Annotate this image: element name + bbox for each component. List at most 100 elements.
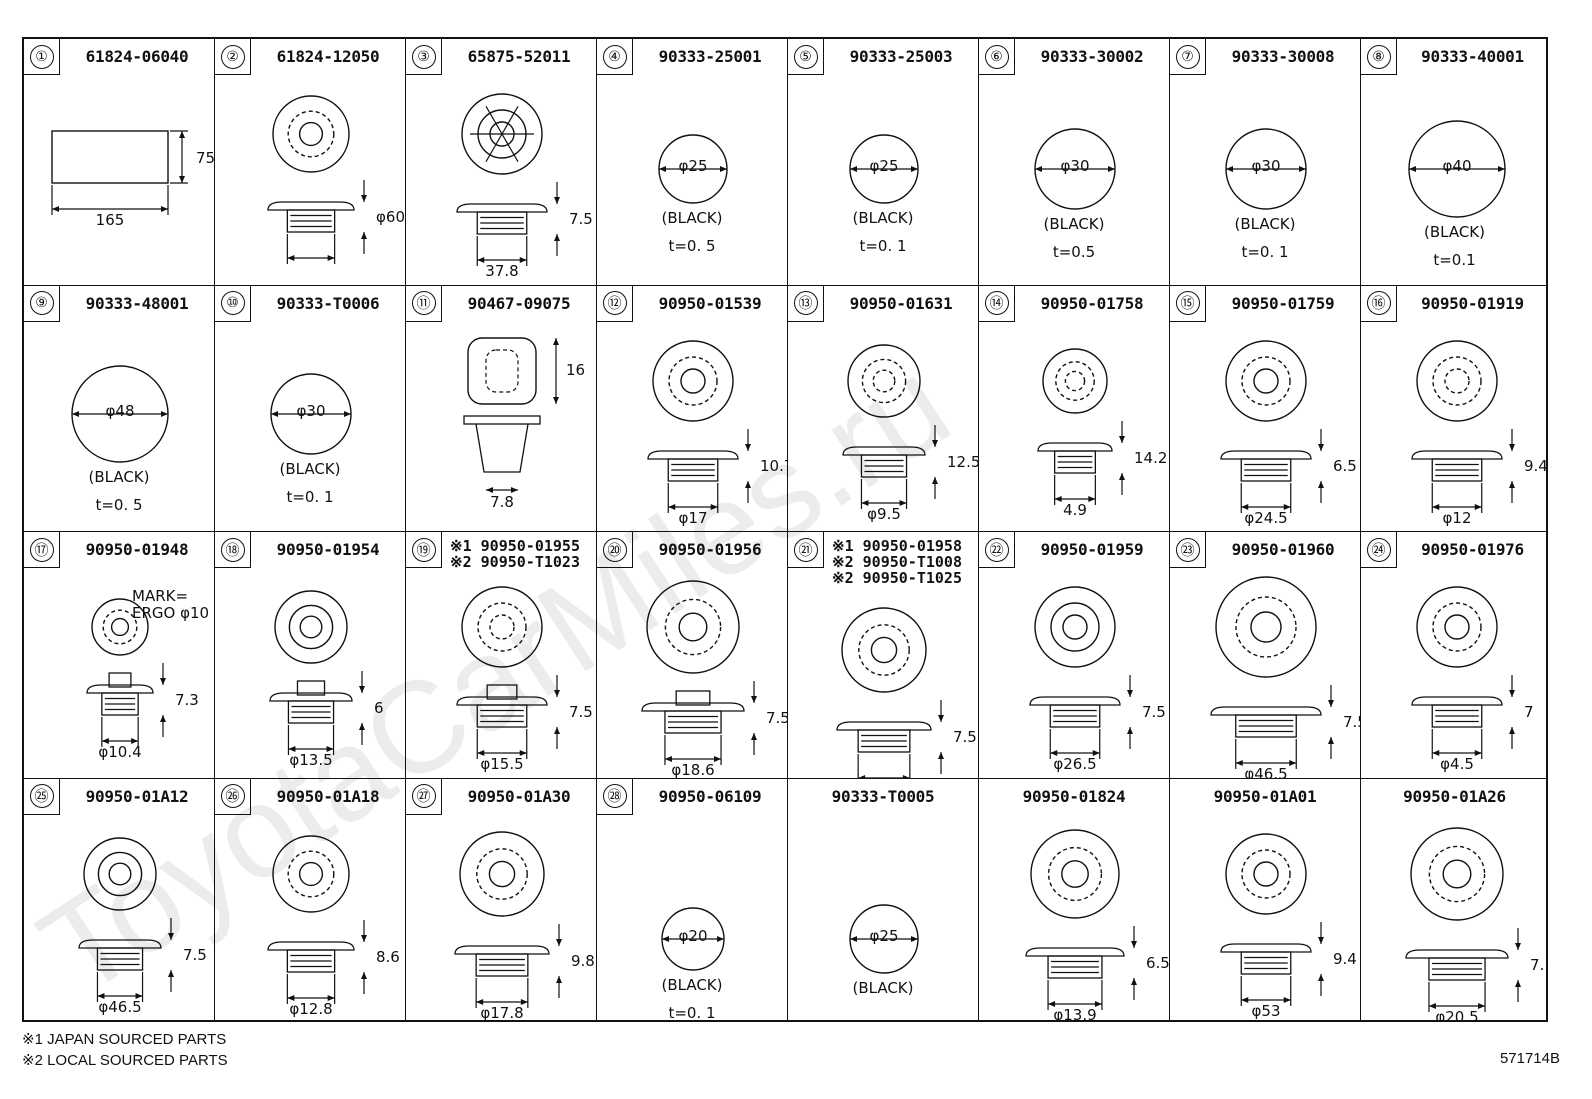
body-profile <box>1428 956 1486 981</box>
body-profile <box>664 710 722 734</box>
arrowhead <box>1119 435 1125 480</box>
cell-header: ⑨ <box>24 285 60 324</box>
part-number: ※2 90950-T1023 <box>450 553 580 571</box>
footnote-1: ※1 JAPAN SOURCED PARTS <box>22 1031 227 1048</box>
center-ring <box>489 614 515 640</box>
body-profile <box>101 692 139 716</box>
cell-header: ⑲ <box>406 532 442 570</box>
dimension-label: φ25 <box>869 926 899 945</box>
flange-profile <box>1220 449 1312 460</box>
cell-header: ⑦ <box>1170 39 1206 77</box>
dimension-label: 14.2 <box>1134 448 1168 467</box>
item-number-box: ⑳ <box>597 532 633 568</box>
item-number-box: ㉔ <box>1361 532 1397 568</box>
dimension-label: ERGO φ10 <box>132 604 210 622</box>
part-number: 90950-01919 <box>1421 293 1524 313</box>
color-note: (BLACK) <box>88 467 150 486</box>
part-number: ※1 90950-01955 <box>450 537 580 555</box>
center-ring <box>1062 614 1088 640</box>
top-outline <box>91 598 149 656</box>
dimension-label: φ17.8 <box>480 1003 524 1022</box>
center-ring <box>298 121 324 147</box>
dimension-label: 7.5 <box>183 945 207 964</box>
item-number: ⑨ <box>29 291 54 315</box>
part-drawing <box>1220 832 1324 1006</box>
dimension-label: 7.5 <box>1343 713 1360 731</box>
part-number: 90950-01A30 <box>467 786 571 806</box>
flange-profile <box>269 692 353 702</box>
part-drawing <box>1210 576 1334 769</box>
top-outline <box>1410 826 1504 921</box>
part-drawing <box>1034 128 1116 210</box>
clip-head <box>467 336 537 405</box>
inner-ring <box>102 609 138 645</box>
top-outline <box>1042 347 1108 414</box>
item-number: ⑯ <box>1366 291 1391 315</box>
item-number: ㉕ <box>29 784 54 808</box>
spoke <box>485 105 503 135</box>
top-outline <box>652 339 734 422</box>
part-number: 90950-01824 <box>1022 786 1126 806</box>
item-number-box: ⑯ <box>1361 285 1397 322</box>
dimension-label: 10.7 <box>760 456 787 475</box>
body-profile <box>1431 704 1483 728</box>
item-number-box: ⑥ <box>979 39 1015 75</box>
thickness-note: t=0. 5 <box>668 237 716 255</box>
arrowhead <box>745 443 751 488</box>
inner-ring <box>1055 360 1095 401</box>
arrowhead <box>554 197 560 241</box>
part-drawing <box>1225 128 1307 210</box>
part-number-list: ※1 90950-01955※2 90950-T1023 <box>442 538 596 570</box>
color-note: (BLACK) <box>1234 215 1296 233</box>
cap-profile <box>296 680 326 696</box>
part-drawing <box>849 903 919 974</box>
color-note: (BLACK) <box>661 975 723 994</box>
inner-ring <box>1235 596 1297 658</box>
dimension-label: φ26.5 <box>1053 755 1097 773</box>
part-number: 90950-01956 <box>658 540 762 559</box>
item-number: ⑫ <box>602 291 627 315</box>
dimension-label: φ24.5 <box>1244 508 1288 527</box>
flange-profile <box>842 445 926 456</box>
center-ring <box>298 861 324 886</box>
inner-ring <box>476 847 528 900</box>
top-outline <box>83 836 157 911</box>
center-ring <box>108 861 132 885</box>
arrowhead <box>659 166 727 172</box>
color-note: (BLACK) <box>852 978 914 997</box>
cap-profile <box>108 672 132 688</box>
part-number: 90333-30008 <box>1231 47 1335 66</box>
center-ring <box>870 636 898 664</box>
dimension-label: 37.8 <box>485 262 519 280</box>
item-number: ⑤ <box>793 44 818 69</box>
item-number-box: ⑨ <box>24 285 60 322</box>
item-number: ㉘ <box>602 784 627 808</box>
arrowhead <box>1515 942 1521 987</box>
part-drawing <box>1029 586 1133 759</box>
item-number: ④ <box>602 44 627 69</box>
part-drawing <box>1411 339 1515 513</box>
arrowhead <box>859 775 909 778</box>
inner-ring <box>97 851 143 896</box>
item-number-box: ⑪ <box>406 285 442 322</box>
item-number: ⑥ <box>984 44 1009 69</box>
flange-profile <box>1037 441 1113 452</box>
thickness-note: t=0.1 <box>1433 251 1476 269</box>
cell-header: ㉒ <box>979 532 1015 570</box>
top-outline <box>1416 339 1498 422</box>
item-number-box: ⑬ <box>788 285 824 322</box>
dimension-label: φ13.9 <box>1053 1005 1097 1022</box>
cell-header: ⑬ <box>788 285 824 324</box>
inner-ring <box>664 598 722 656</box>
item-number-box: ㉕ <box>24 778 60 815</box>
part-number: 90950-01631 <box>849 293 953 313</box>
part-number: 90950-01959 <box>1040 540 1144 559</box>
item-number-box: ② <box>215 39 251 75</box>
part-number: 90333-T0006 <box>276 293 380 313</box>
